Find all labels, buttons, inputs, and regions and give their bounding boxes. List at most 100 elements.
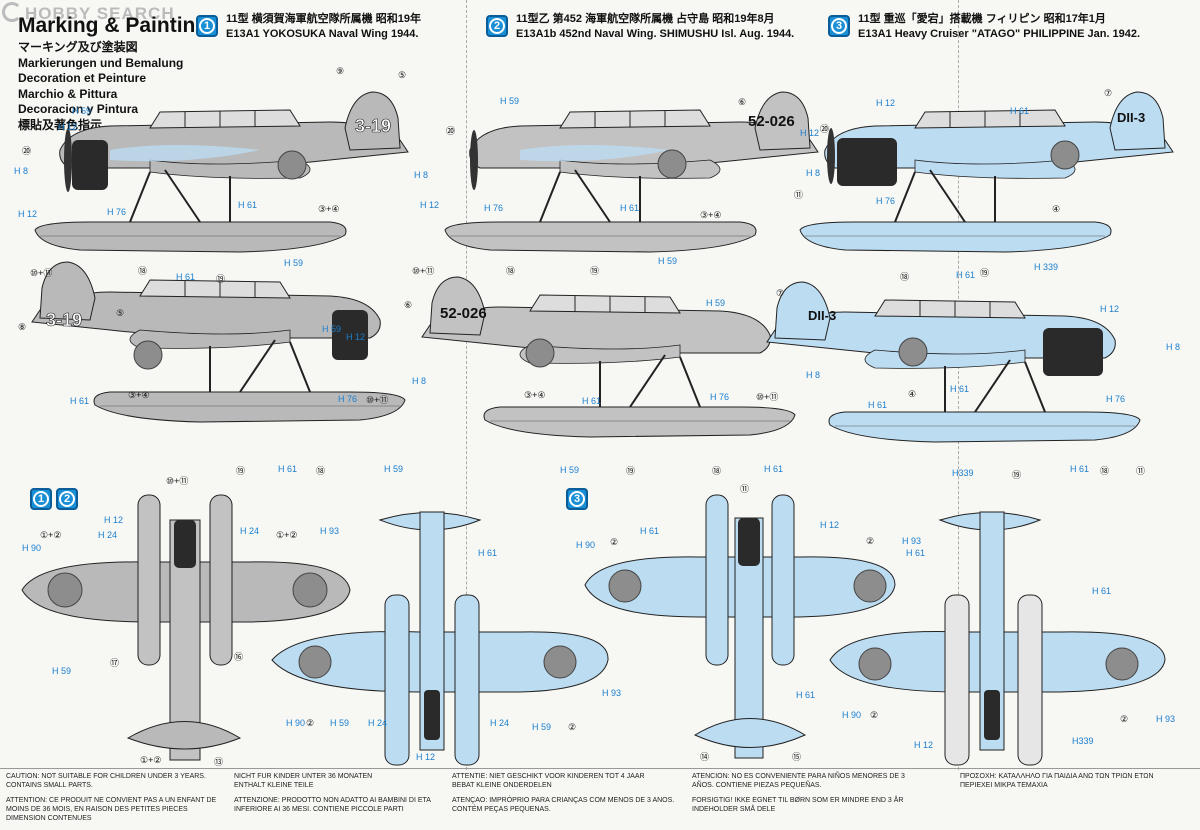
callout: ⑲	[980, 268, 990, 278]
callout: H 59	[532, 722, 552, 732]
callout: H 8	[806, 370, 821, 380]
callout: ②	[1120, 714, 1129, 724]
language-list: マーキング及び塗装図 Markierungen und Bemalung Dec…	[18, 40, 183, 133]
callout: H 12	[800, 128, 820, 138]
callout: ⑱	[316, 466, 326, 476]
callout: ②	[306, 718, 315, 728]
callout: H 61	[640, 526, 660, 536]
callout: ①+②	[276, 530, 298, 540]
fold-line	[958, 0, 959, 770]
callout: H 12	[820, 520, 840, 530]
callout: ⑱	[138, 266, 148, 276]
callout: H 8	[14, 166, 29, 176]
callout: H 24	[490, 718, 510, 728]
callout: ⑧	[18, 322, 27, 332]
tail-code-s3-b: DII-3	[808, 308, 836, 323]
plan-view-top-grey	[21, 494, 351, 761]
callout: H 61	[764, 464, 784, 474]
callout: ⑯	[234, 652, 244, 662]
callout: H 59	[284, 258, 304, 268]
badge-bottom-2: 2	[56, 488, 78, 510]
plan-view-under-blue	[271, 511, 609, 766]
callout: H 59	[500, 96, 520, 106]
footer-col-5: ΠΡΟΣΟΧΗ: ΚΑΤΑΛΛΗΛΟ ΓΙΑ ΠΑΙΔΙΑ ΑΝΩ ΤΩΝ ΤΡ…	[960, 773, 1154, 789]
callout: H339	[1072, 736, 1094, 746]
callout: ⑳	[446, 126, 456, 136]
callout: H 76	[1106, 394, 1126, 404]
callout: H 61	[70, 396, 90, 406]
callout: H 93	[902, 536, 922, 546]
callout: H 90	[286, 718, 306, 728]
callout: H 12	[58, 122, 78, 132]
footer-col-1: CAUTION: NOT SUITABLE FOR CHILDREN UNDER…	[6, 773, 217, 822]
callout: ④	[908, 389, 917, 399]
fold-line	[466, 0, 467, 770]
footer-col-3: ATTENTIE: NIET GESCHIKT VOOR KINDEREN TO…	[452, 773, 675, 813]
callout: H 61	[620, 203, 640, 213]
callout: H 76	[484, 203, 504, 213]
callout: ④	[1052, 204, 1061, 214]
callout: ⑩+⑪	[756, 392, 779, 402]
callout: H 8	[414, 170, 429, 180]
callout: ⑬	[214, 757, 224, 767]
callout: H 61	[1092, 586, 1112, 596]
callout: H 59	[560, 465, 580, 475]
callout: H 93	[320, 526, 340, 536]
callout: ③+④	[318, 204, 340, 214]
callout: H 59	[72, 106, 92, 116]
callout: ⑮	[792, 752, 802, 762]
callout: H 8	[1166, 342, 1181, 352]
callout: H 61	[956, 270, 976, 280]
callout: H 24	[98, 530, 118, 540]
callout: H 12	[104, 515, 124, 525]
callout: H 93	[1156, 714, 1176, 724]
scheme-badge-3: 3	[828, 15, 850, 37]
callout: ⑩+⑪	[366, 395, 389, 405]
callout: H 12	[18, 209, 38, 219]
callout: H 61	[238, 200, 258, 210]
callout: H 12	[914, 740, 934, 750]
callout: H 339	[1034, 262, 1059, 272]
tail-code-s1: 3-19	[355, 116, 391, 136]
callout: H 24	[368, 718, 388, 728]
callout: H 59	[322, 324, 342, 334]
lang-de: Markierungen und Bemalung	[18, 55, 184, 70]
callout: H 12	[876, 98, 896, 108]
callout: ⑦	[1104, 88, 1113, 98]
callout: H 90	[842, 710, 862, 720]
callout: H 61	[906, 548, 926, 558]
footer-col-4: ATENCION: NO ES CONVENIENTE PARA NIÑOS M…	[692, 773, 905, 813]
callout: ②	[610, 537, 619, 547]
callout: ⑪	[794, 190, 804, 200]
callout: ⑱	[506, 266, 516, 276]
callout: H 90	[22, 543, 42, 553]
callout: H 59	[384, 464, 404, 474]
callout: H 93	[602, 688, 622, 698]
callout: ⑪	[1136, 466, 1146, 476]
callout: ⑱	[900, 272, 910, 282]
callout: ⑦	[776, 288, 785, 298]
callout: ⑲	[236, 466, 246, 476]
page-title: Marking & Painting	[18, 14, 209, 37]
callout: H 61	[796, 690, 816, 700]
callout: H 59	[52, 666, 72, 676]
callout: H 59	[706, 298, 726, 308]
badge-bottom-1: 1	[30, 488, 52, 510]
watermark: HOBBY SEARCH	[2, 2, 175, 24]
callout: ③+④	[128, 390, 150, 400]
callout: ②	[866, 536, 875, 546]
callout: ⑤	[398, 70, 407, 80]
callout: ⑳	[820, 124, 830, 134]
callout: ⑲	[626, 466, 636, 476]
callout: H 61	[1070, 464, 1090, 474]
callout: ⑨	[336, 66, 345, 76]
callout: H 8	[412, 376, 427, 386]
callout: ①+②	[40, 530, 62, 540]
callout: ①+②	[140, 755, 162, 765]
callout: H 61	[1010, 106, 1030, 116]
scheme-badge-1: 1	[196, 15, 218, 37]
